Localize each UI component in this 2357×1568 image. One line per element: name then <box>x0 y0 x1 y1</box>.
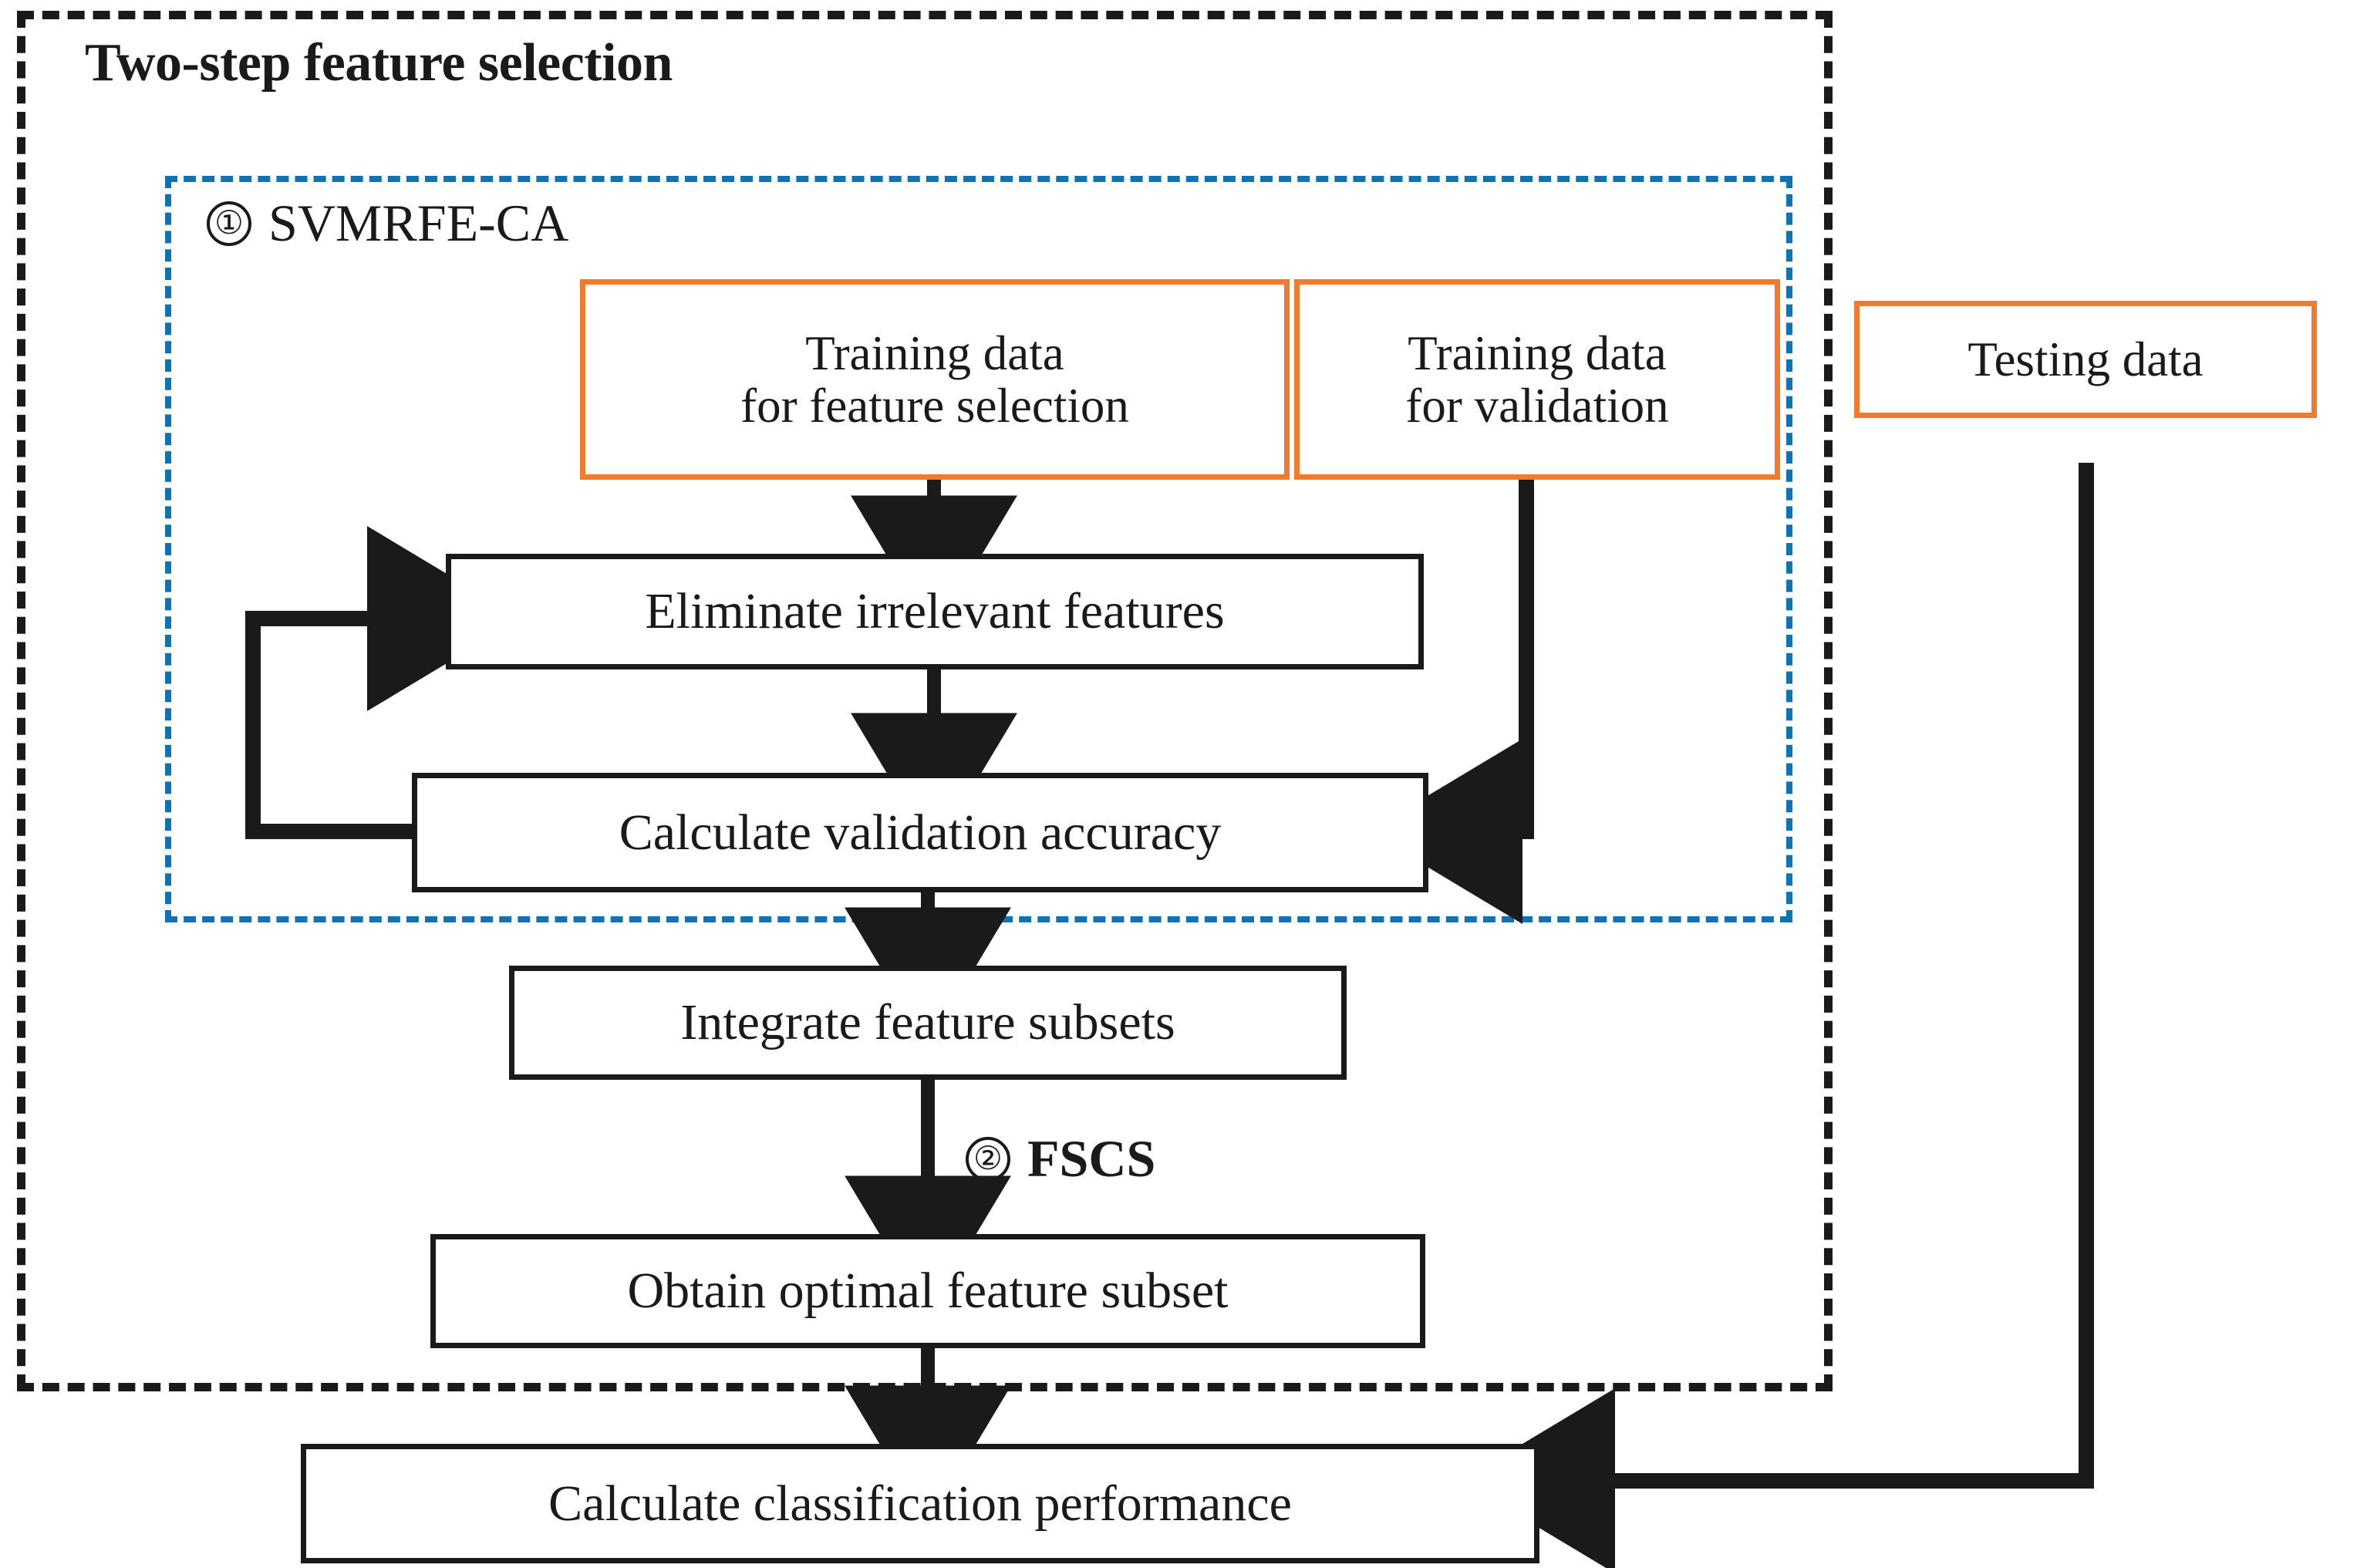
node-testing-text: Testing data <box>1968 332 2204 386</box>
node-training-data-for-feature-selection[interactable]: Training data for feature selection <box>580 279 1290 480</box>
circled-two-icon: ② <box>966 1136 1010 1182</box>
node-training-fs-line1: Training data <box>805 325 1064 380</box>
node-training-fs-line2: for feature selection <box>740 379 1129 433</box>
step-marker-svmrfe-ca: ① SVMRFE-CA <box>207 193 568 254</box>
node-training-val-line1: Training data <box>1408 325 1667 380</box>
step-label-fscs: FSCS <box>1027 1129 1156 1188</box>
node-calculate-validation-accuracy[interactable]: Calculate validation accuracy <box>412 773 1428 892</box>
node-training-val-text: Training data for validation <box>1300 327 1775 432</box>
node-optimal-text: Obtain optimal feature subset <box>627 1263 1229 1320</box>
step-label-svmrfe-ca: SVMRFE-CA <box>268 194 569 252</box>
circled-one-icon: ① <box>207 201 251 246</box>
node-calculate-classification-performance[interactable]: Calculate classification performance <box>301 1444 1539 1563</box>
node-testing-data[interactable]: Testing data <box>1854 301 2317 418</box>
node-integrate-text: Integrate feature subsets <box>680 994 1175 1051</box>
node-training-val-line2: for validation <box>1405 379 1669 433</box>
node-training-data-for-validation[interactable]: Training data for validation <box>1294 279 1780 480</box>
node-integrate-feature-subsets[interactable]: Integrate feature subsets <box>509 966 1347 1080</box>
node-training-fs-text: Training data for feature selection <box>585 327 1284 432</box>
node-validation-accuracy-text: Calculate validation accuracy <box>619 804 1222 861</box>
node-eliminate-text: Eliminate irrelevant features <box>645 583 1225 640</box>
node-obtain-optimal-feature-subset[interactable]: Obtain optimal feature subset <box>430 1234 1425 1348</box>
node-performance-text: Calculate classification performance <box>548 1475 1292 1532</box>
node-eliminate-irrelevant-features[interactable]: Eliminate irrelevant features <box>446 554 1424 669</box>
step-marker-fscs: ② FSCS <box>966 1128 1155 1189</box>
page-title: Two-step feature selection <box>85 33 673 93</box>
